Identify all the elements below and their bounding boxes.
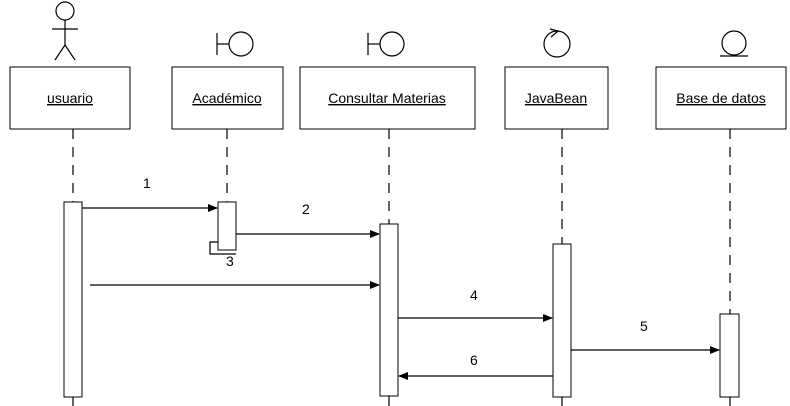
actor-icon [52,1,78,61]
participant-javabean: JavaBean [504,66,609,130]
activation-bar-usuario [63,201,83,398]
participant-label: Consultar Materias [328,90,446,106]
message-number: 4 [470,287,478,303]
message-number: 1 [143,175,151,191]
participant-label: Académico [192,90,261,106]
activation-bar-base-de-datos [719,313,740,398]
entity-icon [720,30,748,57]
participant-academico: Académico [171,66,284,130]
participant-label: JavaBean [525,90,587,106]
participant-label: Base de datos [676,90,766,106]
participant-base-de-datos: Base de datos [655,66,787,130]
control-icon [543,28,571,58]
activation-bar-consultar-materias [379,223,399,397]
participant-consultar-materias: Consultar Materias [299,66,476,130]
activation-bar-javabean [552,243,572,398]
message-number: 6 [470,352,478,368]
message-number: 5 [640,318,648,334]
participant-label: usuario [47,90,93,106]
message-number: 2 [302,201,310,217]
boundary-icon [216,31,254,57]
self-message-arrow [209,241,236,255]
activation-bar-academico [217,201,237,251]
message-number: 3 [226,253,234,269]
participant-usuario: usuario [9,66,131,130]
boundary-icon [367,31,405,57]
